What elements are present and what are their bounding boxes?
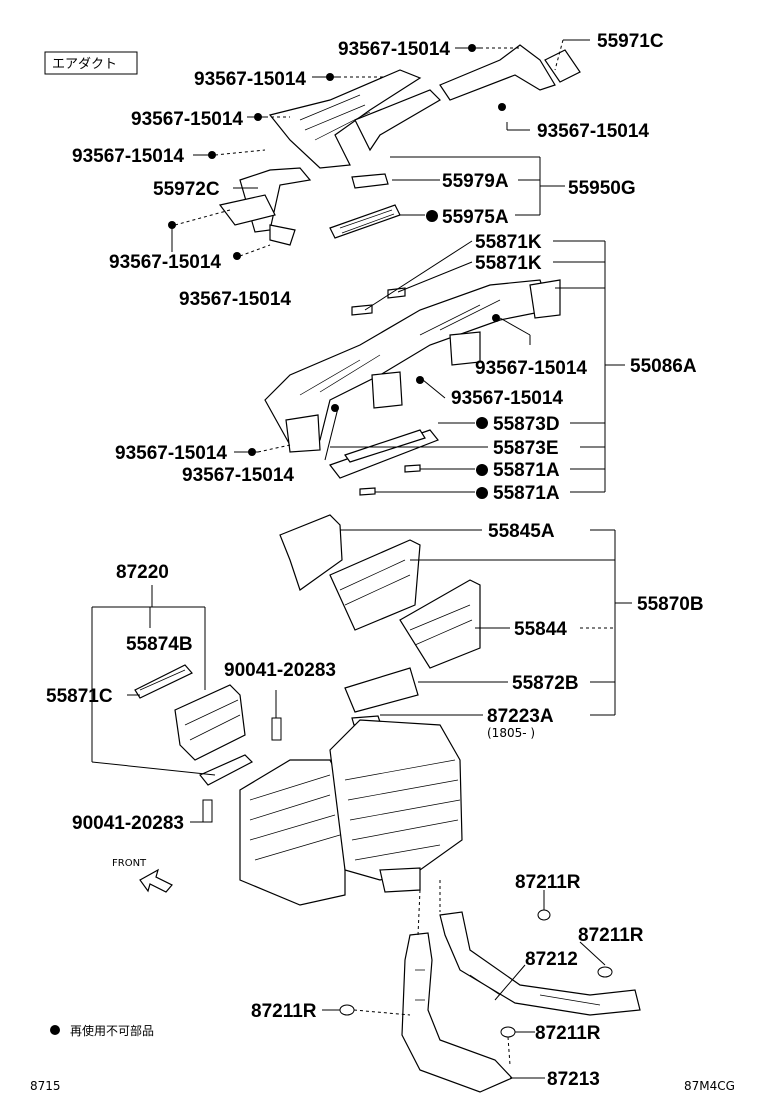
label-93567-e: 93567-15014 <box>72 146 184 167</box>
label-55871A-2: 55871A <box>493 483 560 504</box>
legend-text: 再使用不可部品 <box>70 1023 154 1038</box>
front-arrow: FRONT <box>112 858 173 893</box>
label-55873D: 55873D <box>493 414 560 435</box>
part-labels: 55971C 93567-15014 93567-15014 93567-150… <box>46 31 704 1090</box>
label-87211R-3: 87211R <box>251 1001 317 1022</box>
filter-cover-drawing <box>279 514 481 726</box>
label-55871C: 55871C <box>46 686 113 707</box>
leader-lines-middle <box>234 240 625 493</box>
label-93567-g: 93567-15014 <box>179 289 291 310</box>
leader-lines-unit <box>340 529 632 716</box>
label-87212: 87212 <box>525 949 578 970</box>
label-87220: 87220 <box>116 562 169 583</box>
label-55971C: 55971C <box>597 31 664 52</box>
label-55844: 55844 <box>514 619 567 640</box>
label-87211R-2: 87211R <box>578 925 644 946</box>
label-87223A-note: (1805- ) <box>487 726 535 740</box>
rear-ducts-drawing <box>322 880 641 1093</box>
footer-right: 87M4CG <box>684 1079 735 1093</box>
label-93567-h: 93567-15014 <box>475 358 587 379</box>
glovebox-duct-drawing <box>91 585 254 786</box>
label-55972C: 55972C <box>153 179 220 200</box>
label-93567-a: 93567-15014 <box>338 39 450 60</box>
label-93567-j: 93567-15014 <box>115 443 227 464</box>
label-87211R-4: 87211R <box>535 1023 601 1044</box>
title-box: エアダクト <box>44 51 138 75</box>
heater-case-drawing <box>239 719 463 906</box>
label-55871K-1: 55871K <box>475 232 542 253</box>
label-55845A: 55845A <box>488 521 555 542</box>
label-93567-f: 93567-15014 <box>109 252 221 273</box>
label-93567-i: 93567-15014 <box>451 388 563 409</box>
label-55086A: 55086A <box>630 356 697 377</box>
label-93567-b: 93567-15014 <box>194 69 306 90</box>
label-55975A: 55975A <box>442 207 509 228</box>
label-55874B: 55874B <box>126 634 193 655</box>
label-55950G: 55950G <box>568 178 636 199</box>
label-90041-a: 90041-20283 <box>224 660 336 681</box>
footer-left: 8715 <box>30 1079 61 1093</box>
label-55873E: 55873E <box>493 438 559 459</box>
label-55979A: 55979A <box>442 171 509 192</box>
non-reusable-markers <box>426 210 488 499</box>
label-93567-c: 93567-15014 <box>131 109 243 130</box>
label-87211R-1: 87211R <box>515 872 581 893</box>
screws-90041 <box>190 690 282 823</box>
label-90041-b: 90041-20283 <box>72 813 184 834</box>
upper-duct-drawing <box>218 44 581 246</box>
middle-duct-drawing <box>264 279 561 496</box>
front-label: FRONT <box>112 858 147 869</box>
label-93567-d: 93567-15014 <box>537 121 649 142</box>
label-87223A: 87223A <box>487 706 554 727</box>
label-55871K-2: 55871K <box>475 253 542 274</box>
non-reusable-part-icon <box>50 1025 60 1035</box>
label-55870B: 55870B <box>637 594 704 615</box>
label-55871A-1: 55871A <box>493 460 560 481</box>
label-93567-k: 93567-15014 <box>182 465 294 486</box>
leader-lines-upper <box>171 39 590 257</box>
label-55872B: 55872B <box>512 673 579 694</box>
legend: 再使用不可部品 <box>50 1023 154 1038</box>
title-box-text: エアダクト <box>52 57 117 72</box>
label-87213: 87213 <box>547 1069 600 1090</box>
